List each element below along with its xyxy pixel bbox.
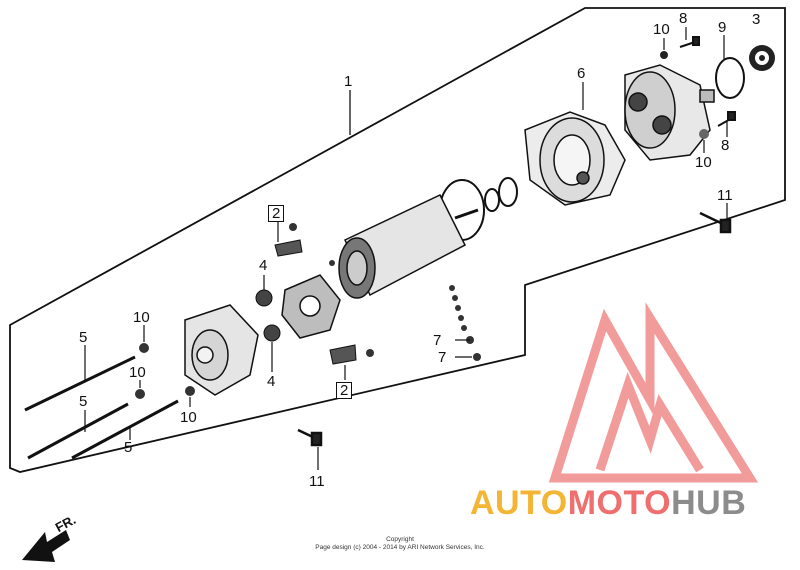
o-ring-9	[715, 57, 745, 99]
callout-10-right: 10	[695, 154, 712, 171]
armature-yoke	[338, 194, 479, 299]
callout-10-top: 10	[653, 21, 670, 38]
copyright-line-1: Copyright	[386, 536, 414, 543]
bearing-4-top	[255, 289, 273, 307]
internal-gear-6	[524, 111, 626, 206]
washer-stack-7	[449, 285, 481, 361]
bolt-8-top	[679, 36, 700, 48]
callout-5-c: 5	[124, 439, 133, 456]
brush-2-bottom	[329, 344, 357, 365]
brush-holder	[281, 274, 341, 339]
callout-10-left-a: 10	[133, 309, 150, 326]
washer-10-left-c	[185, 386, 195, 396]
callout-10-left-b: 10	[129, 364, 146, 381]
callout-2-top: 2	[268, 205, 285, 222]
copyright-line-2: Page design (c) 2004 - 2014 by ARI Netwo…	[315, 544, 485, 552]
callout-8-top: 8	[679, 10, 688, 27]
watermark-logo	[548, 302, 759, 483]
gear-housing	[624, 64, 715, 161]
washer-center-a	[498, 177, 518, 207]
washer-10-left-a	[139, 343, 149, 353]
callout-5-a: 5	[79, 329, 88, 346]
screw-right	[329, 260, 335, 266]
callout-10-left-c: 10	[180, 409, 197, 426]
watermark-wordmark: AUTOMOTOHUB	[470, 484, 746, 523]
callout-4-top: 4	[259, 257, 268, 274]
screw-bottom	[366, 349, 374, 357]
watermark-hub: HUB	[671, 484, 747, 522]
brush-2-top	[274, 239, 303, 257]
callout-2-bottom: 2	[336, 382, 353, 399]
watermark-moto: MOTO	[567, 484, 672, 522]
washer-center-b	[484, 188, 500, 212]
assembly-outline	[9, 7, 786, 473]
screw-top	[289, 223, 297, 231]
pinion-gear	[749, 45, 775, 71]
watermark-auto: AUTO	[470, 484, 568, 522]
callout-5-b: 5	[79, 393, 88, 410]
washer-10-right	[699, 129, 709, 139]
bearing-4-bottom	[263, 324, 281, 342]
copyright-notice: Copyright Page design (c) 2004 - 2014 by…	[300, 536, 500, 552]
through-bolts	[24, 355, 179, 460]
callout-7-a: 7	[433, 332, 442, 349]
bolt-8-right	[717, 111, 736, 127]
bolt-11-right	[699, 211, 732, 234]
callout-4-bottom: 4	[267, 373, 276, 390]
callout-6: 6	[577, 65, 586, 82]
callout-7-b: 7	[438, 349, 447, 366]
callout-11-right: 11	[717, 187, 733, 204]
washer-10-top	[660, 51, 668, 59]
front-direction-arrow	[22, 530, 70, 562]
end-cover	[184, 304, 259, 396]
callout-9: 9	[718, 19, 727, 36]
bolt-11-bottom	[297, 428, 323, 447]
callout-11-bottom: 11	[309, 473, 325, 490]
washer-10-left-b	[135, 389, 145, 399]
callout-1: 1	[344, 73, 353, 90]
callout-8-right: 8	[721, 137, 730, 154]
callout-3: 3	[752, 11, 761, 28]
